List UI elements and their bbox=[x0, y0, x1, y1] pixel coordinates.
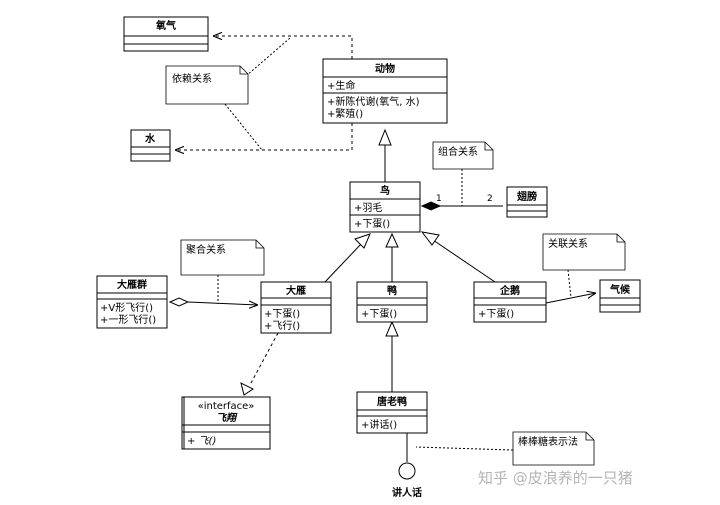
interface-fly[interactable] bbox=[181, 396, 271, 450]
note-anchor-association bbox=[567, 269, 572, 299]
generalization-goose-bird bbox=[324, 242, 363, 283]
class-wing[interactable] bbox=[506, 186, 548, 218]
generalization-head-duck bbox=[385, 232, 399, 248]
lollipop-circle bbox=[398, 462, 416, 480]
animal-method-2: +繁殖() bbox=[327, 107, 363, 120]
note-aggregation-text: 聚合关系 bbox=[186, 243, 226, 256]
animal-name: 动物 bbox=[375, 62, 395, 75]
class-climate[interactable] bbox=[599, 279, 641, 313]
class-bird[interactable] bbox=[349, 181, 421, 233]
notes bbox=[165, 65, 626, 466]
generalization-head-animal bbox=[378, 128, 392, 146]
class-animal[interactable] bbox=[322, 58, 448, 124]
flock-method-1: +V形飞行() bbox=[100, 301, 153, 314]
note-lollipop-fold bbox=[585, 432, 594, 441]
labels: 1 2 讲人话 bbox=[392, 194, 493, 499]
goose-method-2: +飞行() bbox=[264, 319, 300, 332]
note-lollipop-text: 棒棒糖表示法 bbox=[518, 435, 578, 448]
composition-diamond bbox=[420, 201, 442, 211]
note-composition[interactable] bbox=[432, 141, 494, 170]
realization-goose-fly bbox=[250, 332, 279, 384]
animal-method-1: +新陈代谢(氧气, 水) bbox=[327, 95, 420, 108]
oxygen-name: 氧气 bbox=[155, 19, 176, 32]
aggregation-diamond bbox=[168, 297, 190, 307]
class-water[interactable] bbox=[130, 129, 171, 162]
note-aggregation-fold bbox=[255, 240, 264, 249]
note-anchor-lollipop bbox=[415, 446, 514, 451]
multiplicity-bird: 1 bbox=[436, 194, 442, 204]
fly-stereotype: «interface» bbox=[198, 401, 255, 412]
goose-name: 大雁 bbox=[286, 284, 306, 297]
bird-method-1: +下蛋() bbox=[354, 218, 390, 230]
class-boxes bbox=[96, 16, 641, 450]
bird-attr-1: +羽毛 bbox=[354, 202, 382, 214]
note-lollipop[interactable] bbox=[512, 431, 595, 466]
dependency-animal-water bbox=[175, 123, 353, 150]
dependency-animal-oxygen bbox=[213, 36, 353, 59]
note-anchor-dependency-a bbox=[245, 37, 291, 77]
donald-name: 唐老鸭 bbox=[377, 395, 407, 408]
generalization-head-penguin bbox=[420, 231, 440, 246]
note-composition-fold bbox=[484, 142, 493, 151]
aggregation-flock-goose bbox=[187, 302, 258, 305]
goose-method-1: +下蛋() bbox=[264, 308, 300, 320]
class-duck[interactable] bbox=[356, 281, 428, 323]
lollipop-interface-label: 讲人话 bbox=[392, 486, 422, 499]
penguin-method-1: +下蛋() bbox=[478, 308, 514, 320]
generalization-head-goose bbox=[354, 233, 371, 249]
note-association-text: 关联关系 bbox=[548, 237, 588, 250]
class-penguin[interactable] bbox=[473, 281, 547, 323]
flock-method-2: +一形飞行() bbox=[100, 313, 156, 326]
penguin-name: 企鹅 bbox=[499, 284, 520, 297]
multiplicity-wing: 2 bbox=[487, 194, 493, 204]
class-goose[interactable] bbox=[260, 281, 332, 334]
bird-name: 鸟 bbox=[380, 184, 390, 197]
flock-name: 大雁群 bbox=[117, 278, 147, 291]
note-aggregation[interactable] bbox=[180, 239, 265, 276]
note-composition-text: 组合关系 bbox=[438, 145, 478, 158]
class-texts: 氧气 水 动物 +生命 +新陈代谢(氧气, 水) +繁殖() 鸟 +羽毛 +下蛋… bbox=[100, 19, 631, 447]
water-name: 水 bbox=[144, 132, 156, 145]
duck-method-1: +下蛋() bbox=[361, 308, 397, 320]
class-flock[interactable] bbox=[96, 275, 168, 329]
animal-attr-1: +生命 bbox=[327, 79, 355, 92]
class-donald[interactable] bbox=[356, 391, 428, 434]
donald-method-1: +讲话() bbox=[361, 418, 397, 431]
note-association-fold bbox=[616, 234, 625, 243]
duck-name: 鸭 bbox=[387, 284, 397, 297]
note-anchor-dependency-b bbox=[224, 103, 263, 151]
watermark-text: 知乎 @皮浪养的一只猪 bbox=[478, 469, 633, 487]
climate-name: 气候 bbox=[609, 283, 631, 296]
connectors bbox=[168, 36, 596, 480]
fly-name: 飞翔 bbox=[216, 412, 238, 424]
wing-name: 翅膀 bbox=[517, 190, 537, 203]
note-dependency-text: 依赖关系 bbox=[172, 72, 212, 85]
realization-head-fly bbox=[240, 382, 254, 396]
fly-method-1: + 飞() bbox=[187, 436, 216, 447]
generalization-head-donald bbox=[385, 320, 399, 337]
note-texts: 依赖关系 组合关系 聚合关系 关联关系 棒棒糖表示法 bbox=[172, 72, 588, 448]
note-dependency-fold bbox=[239, 66, 248, 75]
note-association[interactable] bbox=[542, 233, 626, 271]
class-oxygen[interactable] bbox=[123, 16, 209, 52]
generalization-penguin-bird bbox=[432, 239, 496, 283]
note-dependency[interactable] bbox=[165, 65, 249, 105]
